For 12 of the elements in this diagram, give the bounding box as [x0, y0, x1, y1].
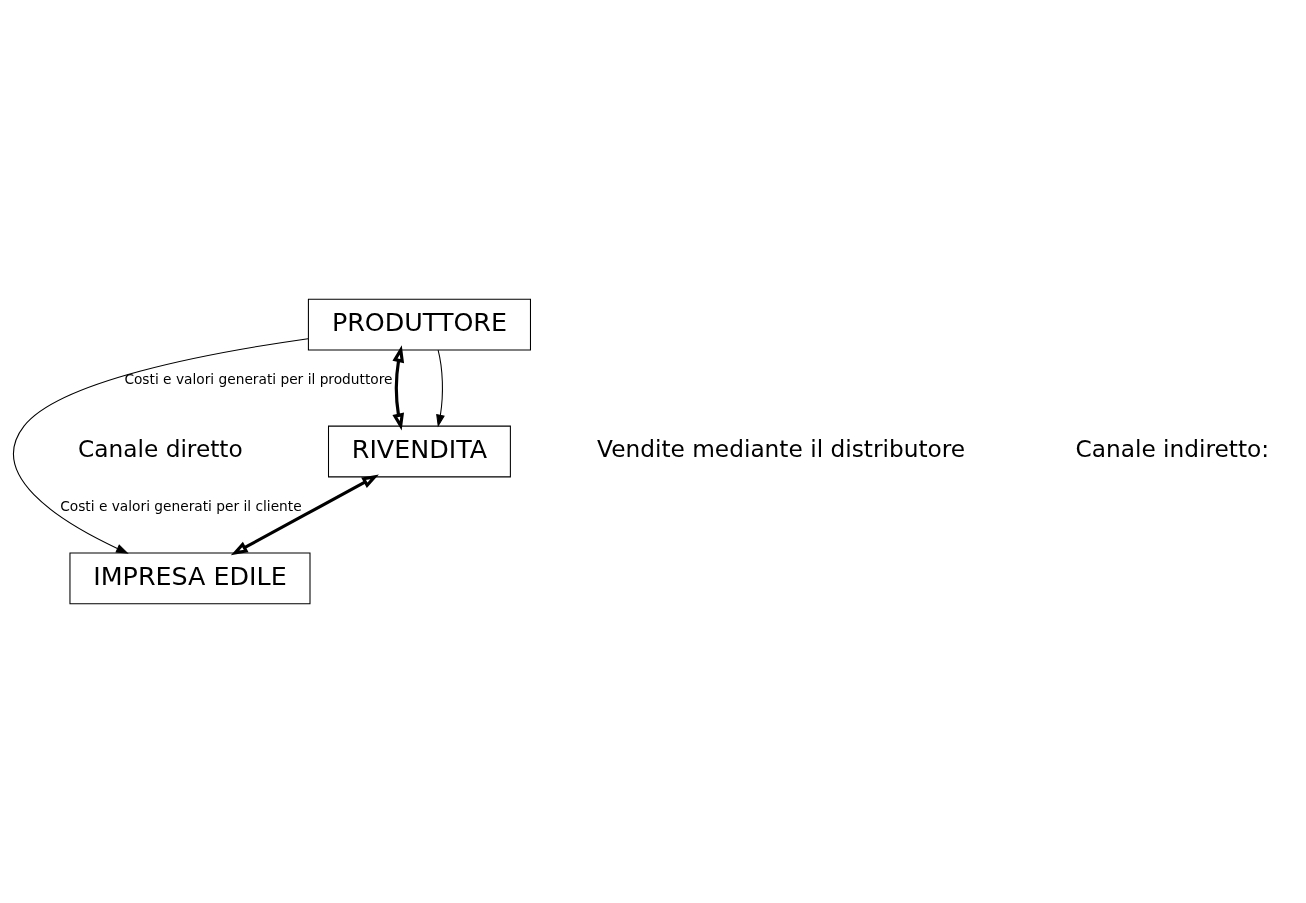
- arrow: [13, 338, 309, 554]
- node-box: PRODUTTORE: [307, 298, 531, 351]
- edge-label: Costi e valori generati per il produttore: [124, 371, 393, 388]
- label: Canale indiretto:: [1075, 435, 1270, 463]
- arrow: [392, 345, 405, 431]
- arrow: [436, 349, 445, 428]
- label: Vendite mediante il distributore: [597, 435, 966, 463]
- arrow: [230, 474, 379, 556]
- label: Canale diretto: [78, 435, 243, 463]
- edge-label: Costi e valori generati per il cliente: [60, 497, 302, 514]
- node-box: RIVENDITA: [328, 425, 511, 478]
- node-box: IMPRESA EDILE: [69, 552, 311, 605]
